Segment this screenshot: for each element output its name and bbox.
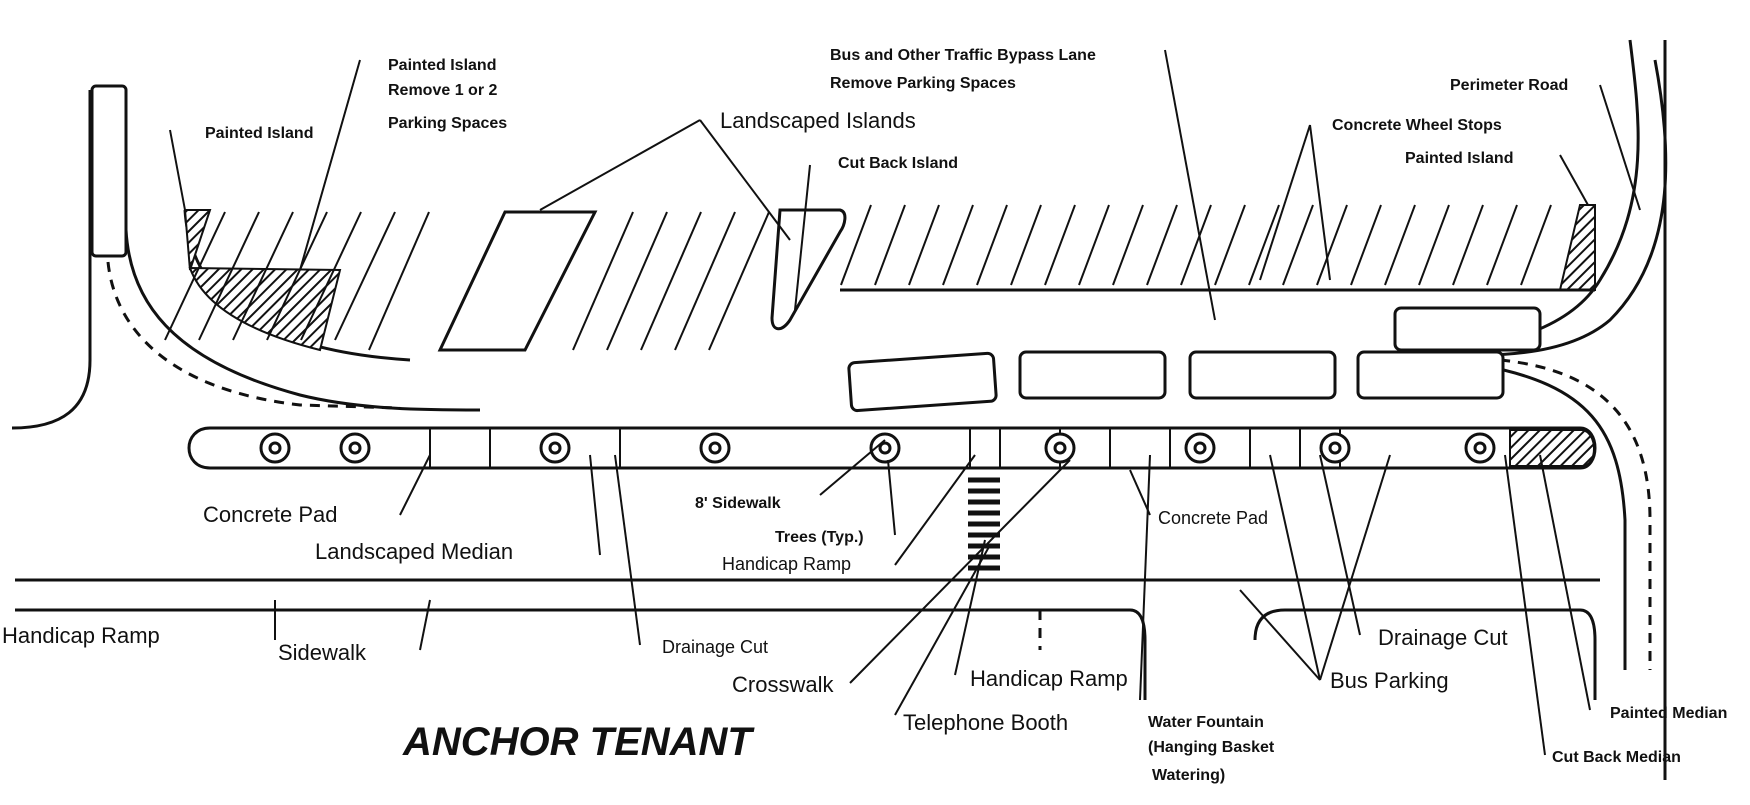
parking-stall-line: [640, 211, 702, 351]
label-water-fountain-3: Watering): [1152, 767, 1225, 784]
tree-trunk: [1328, 441, 1342, 455]
tree-trunk: [708, 441, 722, 455]
parking-stall-line: [942, 204, 974, 286]
parking-stall-line: [198, 211, 260, 341]
tree-trunk: [878, 441, 892, 455]
bus-1: [1393, 306, 1542, 352]
cut-back-island: [770, 208, 847, 331]
parking-stall-line: [334, 211, 396, 341]
label-water-fountain-1: Water Fountain: [1148, 714, 1264, 731]
painted-island-left: [183, 209, 212, 271]
parking-stall-line: [908, 204, 940, 286]
parking-stall-line: [1486, 204, 1518, 286]
parking-stall-line: [1418, 204, 1450, 286]
parking-stall-line: [266, 211, 328, 341]
leader-lines: [169, 49, 1641, 756]
label-painted-island-remove-1: Painted Island: [388, 57, 496, 74]
parking-stall-line: [1452, 204, 1484, 286]
landscaped-island: [437, 210, 598, 352]
parking-stall-line: [232, 211, 294, 341]
parking-stall-line: [1248, 204, 1280, 286]
parking-stall-line: [300, 211, 362, 341]
parking-stall-line: [606, 211, 668, 351]
label-bus-bypass-2: Remove Parking Spaces: [830, 75, 1016, 92]
labels: Painted Island Remove 1 or 2 Parking Spa…: [2, 47, 1727, 784]
parking-stall-line: [1146, 204, 1178, 286]
parking-stall-line: [1180, 204, 1212, 286]
cut-back-median: [1509, 429, 1595, 467]
label-bus-parking: Bus Parking: [1330, 668, 1449, 693]
parking-stall-line: [1520, 204, 1552, 286]
parking-stall-line: [368, 211, 430, 351]
bus-5: [847, 351, 998, 413]
label-painted-median: Painted Median: [1610, 705, 1727, 722]
label-trees-typ: Trees (Typ.): [775, 529, 864, 546]
label-sidewalk: Sidewalk: [278, 640, 367, 665]
parking-stall-line: [976, 204, 1008, 286]
parking-stall-line: [1044, 204, 1076, 286]
lower-road: [15, 578, 1600, 700]
parking-stall-line: [1282, 204, 1314, 286]
left-road-edge: [11, 84, 481, 430]
parking-stall-line: [1010, 204, 1042, 286]
label-cut-back-island: Cut Back Island: [838, 155, 958, 172]
label-bus-bypass-1: Bus and Other Traffic Bypass Lane: [830, 47, 1096, 64]
parking-stall-line: [708, 211, 770, 351]
buses: [847, 306, 1542, 413]
label-handicap-ramp-lower: Handicap Ramp: [970, 666, 1128, 691]
label-drainage-cut-left: Drainage Cut: [662, 637, 768, 657]
tree-trunk: [348, 441, 362, 455]
upper-parking-rows: [164, 204, 1596, 362]
landscaped-median: [187, 426, 1597, 470]
tree-trunk: [1473, 441, 1487, 455]
label-handicap-ramp-center: Handicap Ramp: [722, 554, 851, 574]
label-landscaped-median: Landscaped Median: [315, 539, 513, 564]
label-water-fountain-2: (Hanging Basket: [1148, 739, 1275, 756]
parking-stall-line: [1316, 204, 1348, 286]
label-painted-island-remove-3: Parking Spaces: [388, 115, 507, 132]
parked-car-vertical: [90, 84, 128, 258]
tree-trunk: [1053, 441, 1067, 455]
label-concrete-pad-center: Concrete Pad: [1158, 508, 1268, 528]
parking-stall-line: [1350, 204, 1382, 286]
bus-3: [1188, 350, 1337, 400]
parking-stall-line: [874, 204, 906, 286]
label-telephone-booth: Telephone Booth: [903, 710, 1068, 735]
parking-stall-line: [1112, 204, 1144, 286]
label-concrete-wheel-stops: Concrete Wheel Stops: [1332, 117, 1502, 134]
parking-stall-line: [572, 211, 634, 351]
label-painted-island-right: Painted Island: [1405, 150, 1513, 167]
parking-stall-line: [164, 211, 226, 341]
label-perimeter-road: Perimeter Road: [1450, 77, 1568, 94]
label-crosswalk: Crosswalk: [732, 672, 834, 697]
title-anchor-tenant: ANCHOR TENANT: [402, 720, 755, 764]
tree-trunk: [268, 441, 282, 455]
label-cut-back-median: Cut Back Median: [1552, 749, 1681, 766]
tree-trunk: [1193, 441, 1207, 455]
tree-trunk: [548, 441, 562, 455]
bus-2: [1018, 350, 1167, 400]
painted-island-right: [1558, 204, 1596, 291]
label-landscaped-islands: Landscaped Islands: [720, 108, 916, 133]
label-drainage-cut-right: Drainage Cut: [1378, 625, 1508, 650]
painted-island-hatched: [188, 266, 342, 352]
parking-stall-line: [1214, 204, 1246, 286]
label-painted-island-remove-2: Remove 1 or 2: [388, 82, 497, 99]
crosswalk-stripes: [968, 477, 1000, 571]
parking-stall-line: [674, 211, 736, 351]
label-painted-island-left: Painted Island: [205, 125, 313, 142]
parking-stall-line: [1078, 204, 1110, 286]
parking-stall-line: [1384, 204, 1416, 286]
label-sidewalk-8ft: 8' Sidewalk: [695, 495, 781, 512]
bus-4: [1356, 350, 1505, 400]
label-handicap-ramp-left: Handicap Ramp: [2, 623, 160, 648]
parking-stall-line: [840, 204, 872, 286]
label-concrete-pad-left: Concrete Pad: [203, 502, 338, 527]
